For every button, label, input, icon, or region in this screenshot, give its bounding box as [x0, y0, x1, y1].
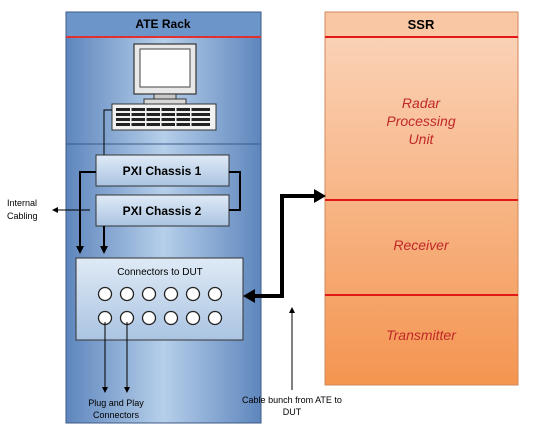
ssr-title: SSR: [408, 17, 435, 32]
ssr-block: SSR Radar Processing Unit Receiver Trans…: [324, 11, 519, 386]
ssr-radar-line-2: Processing: [386, 113, 455, 129]
internal-cabling-label: Internal Cabling: [7, 198, 38, 221]
dut-connector-icon: [207, 286, 223, 302]
chassis-interconnect-line: [229, 171, 241, 211]
ate-rack-header: [65, 11, 262, 38]
dut-connector-icon: [207, 310, 223, 326]
ssr-radar-line-3: Unit: [409, 131, 435, 147]
plug-and-play-line-1: Plug and Play: [88, 398, 144, 408]
connectors-panel-title: Connectors to DUT: [117, 267, 203, 278]
dut-connector-icon: [141, 310, 157, 326]
ate-rack-title: ATE Rack: [135, 17, 190, 31]
cable-arrowhead-ate: [243, 289, 255, 303]
internal-cabling-line-2: Cabling: [7, 211, 38, 221]
pxi-chassis-1: PXI Chassis 1: [95, 154, 230, 187]
connectors-panel: Connectors to DUT: [75, 257, 244, 341]
dut-connector-icon: [141, 286, 157, 302]
dut-connector-icon: [97, 286, 113, 302]
plug-and-play-label: Plug and Play Connectors: [88, 398, 144, 420]
internal-cabling-line-1: Internal: [7, 198, 37, 208]
dut-connector-icon: [185, 286, 201, 302]
plug-and-play-line-2: Connectors: [93, 410, 140, 420]
computer-icon: [111, 43, 217, 131]
dut-connector-icon: [185, 310, 201, 326]
internal-cabling-arrows: [76, 171, 108, 254]
cable-bunch-connection: [243, 189, 326, 303]
pxi-chassis-1-label: PXI Chassis 1: [123, 164, 202, 178]
ssr-transmitter-label: Transmitter: [386, 327, 457, 343]
cable-bunch-label: Cable bunch from ATE to DUT: [242, 395, 342, 417]
dut-connector-icon: [163, 286, 179, 302]
ssr-body: [324, 11, 519, 386]
computer-cable-line: [103, 109, 112, 158]
plug-and-play-pointers: [102, 322, 130, 393]
cable-bunch-line-2: DUT: [283, 407, 302, 417]
cable-arrowhead-ssr: [314, 189, 326, 203]
dut-connector-icon: [119, 286, 135, 302]
connector-grid: [97, 286, 223, 326]
pxi-chassis-2: PXI Chassis 2: [95, 194, 230, 227]
keyboard-icon: [111, 103, 217, 131]
cable-bunch-line-1: Cable bunch from ATE to: [242, 395, 342, 405]
ssr-radar-line-1: Radar: [402, 95, 441, 111]
ssr-receiver-label: Receiver: [393, 237, 450, 253]
pxi-chassis-2-label: PXI Chassis 2: [123, 204, 202, 218]
ssr-header: [324, 11, 519, 38]
ssr-section-radar-processing-unit: Radar Processing Unit: [386, 95, 455, 147]
dut-connector-icon: [163, 310, 179, 326]
